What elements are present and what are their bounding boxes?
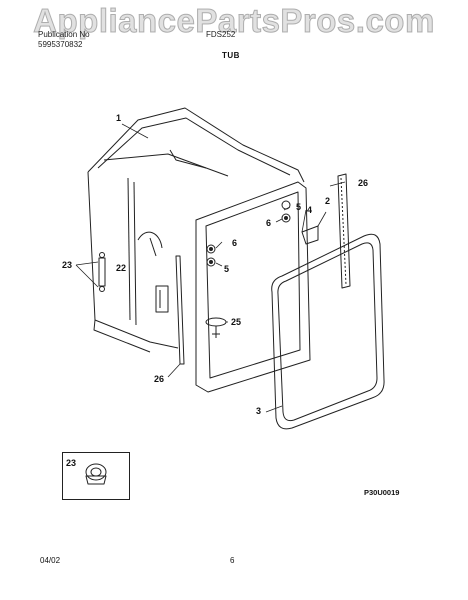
publication-label: Publication No: [38, 30, 90, 39]
section-title: TUB: [222, 51, 240, 60]
right-side-seal: [337, 173, 351, 289]
callout-side-seal-left: 26: [154, 374, 164, 384]
callout-screw-23: 23: [62, 260, 72, 270]
callout-nut-lower: 5: [224, 264, 229, 274]
callout-tub: 1: [116, 113, 121, 123]
callout-nut-upper: 5: [296, 202, 301, 212]
callout-screw: 4: [307, 205, 312, 215]
footer-date: 04/02: [40, 556, 61, 565]
callout-clip: 22: [116, 263, 126, 273]
footer-page-number: 6: [230, 556, 235, 565]
callout-drain: 25: [231, 317, 241, 327]
publication-number: 5995370832: [38, 40, 83, 49]
callout-washer-lower: 6: [232, 238, 237, 248]
door-gasket: [271, 233, 385, 430]
callout-washer-upper: 6: [266, 218, 271, 228]
model-number: FDS252: [206, 30, 236, 39]
callout-inset: 23: [66, 458, 76, 468]
tub-part: [87, 107, 319, 393]
inset-screw-detail: [85, 463, 107, 485]
figure-code: P30U0019: [364, 488, 400, 497]
inset-frame: [62, 452, 130, 500]
callout-door-gasket: 3: [256, 406, 261, 416]
callout-bracket: 2: [325, 196, 330, 206]
callout-side-seal-right: 26: [358, 178, 368, 188]
watermark: AppliancePartsPros.com: [33, 2, 435, 40]
